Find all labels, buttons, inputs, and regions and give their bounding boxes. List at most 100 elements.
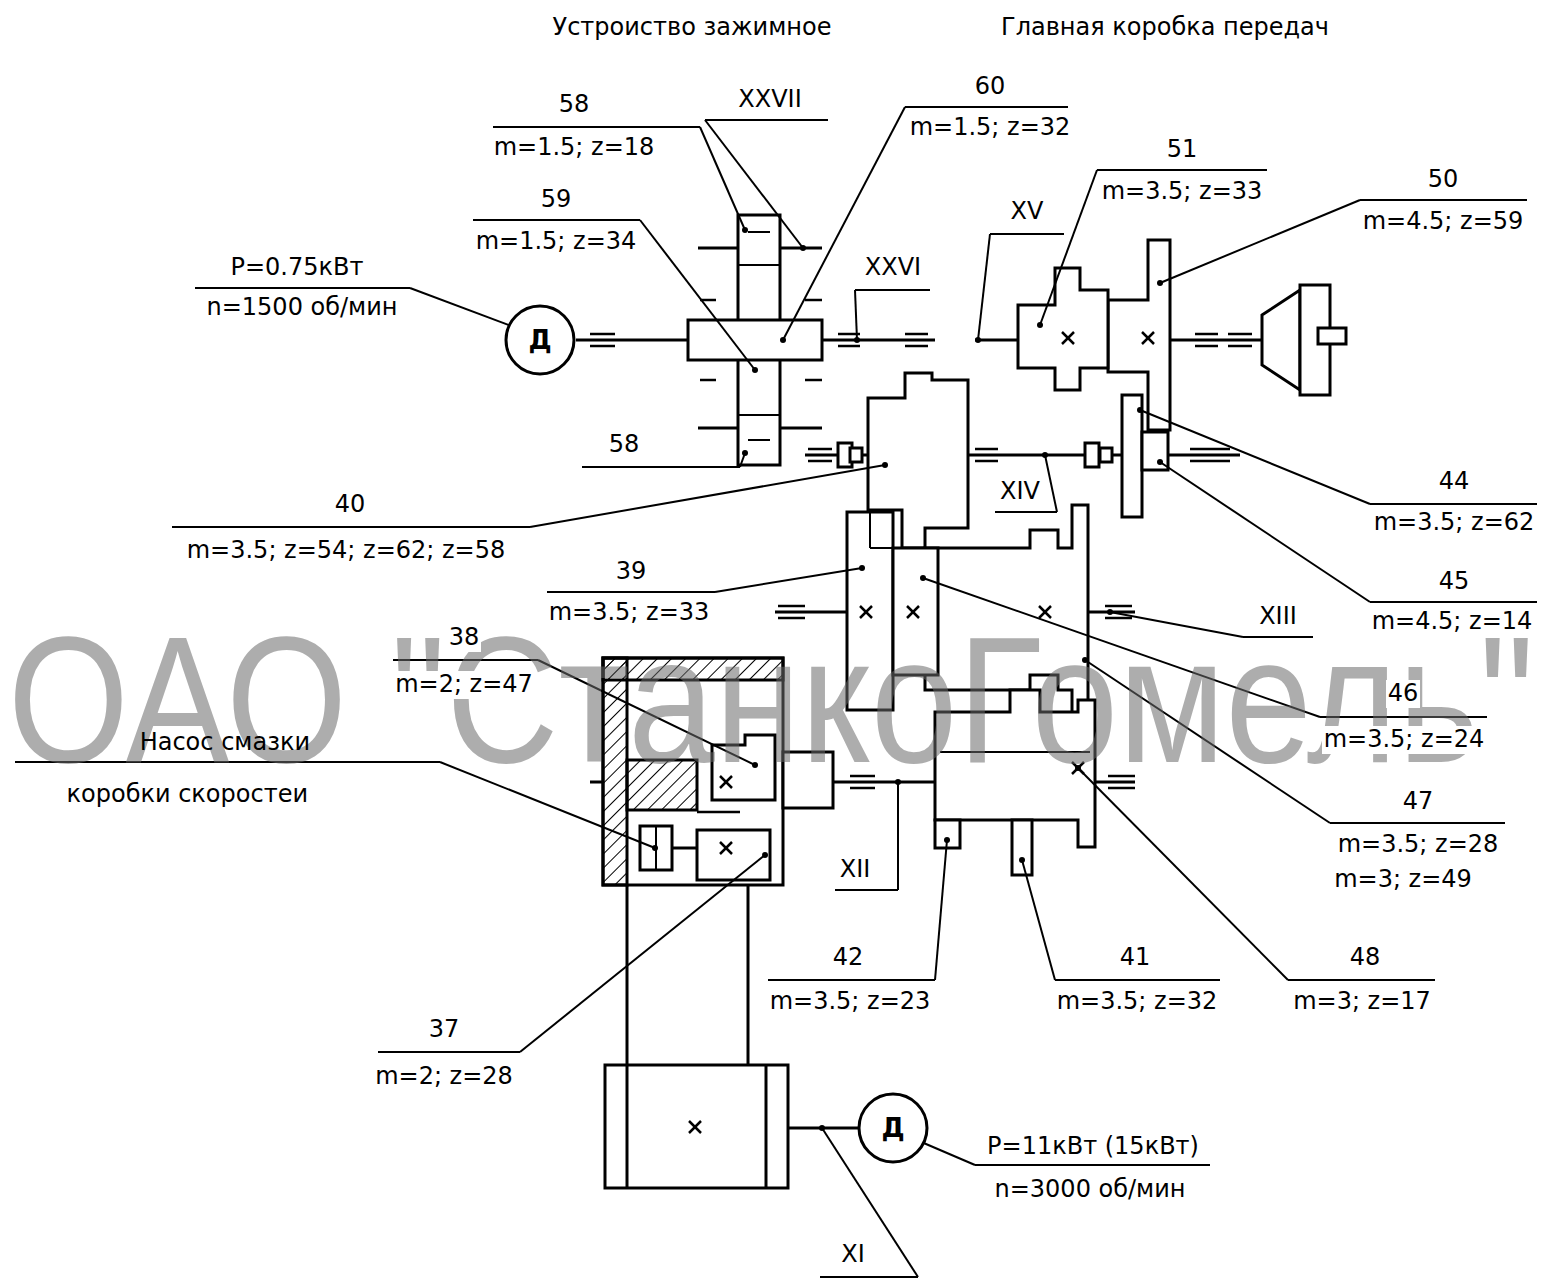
bearing-symbol — [975, 460, 998, 463]
label-text: 41 — [1118, 944, 1153, 972]
label-text: XXVI — [863, 254, 923, 282]
leader-dot — [854, 337, 860, 343]
label-text: m=3.5; z=33 — [1100, 178, 1265, 206]
leader-dot — [752, 367, 758, 373]
callout-label: m=3; z=49 — [1332, 866, 1474, 894]
gear-44 — [1122, 395, 1142, 517]
leader-dot — [1137, 407, 1143, 413]
fixed-mark — [1142, 332, 1154, 344]
callout-label: 58 — [607, 431, 642, 459]
gear-line — [738, 414, 780, 416]
pulley-line — [626, 1065, 629, 1188]
gear-line — [870, 547, 900, 549]
bearing-symbol — [1228, 345, 1252, 348]
leader-underline — [995, 511, 1057, 513]
callout-label: 45 — [1437, 568, 1472, 596]
bearing-symbol — [1228, 333, 1252, 336]
label-text: XV — [1009, 198, 1046, 226]
callout-label: 50 — [1426, 166, 1461, 194]
belt-line — [626, 885, 629, 1065]
label-text: XXVII — [736, 86, 803, 114]
label-text: m=1.5; z=18 — [492, 134, 657, 162]
leader-underline — [1360, 199, 1527, 201]
motor-circle: Д — [504, 304, 576, 376]
callout-label: 59 — [539, 186, 574, 214]
leader-underline — [1288, 979, 1435, 981]
leader-line — [783, 107, 905, 340]
callout-label: m=1.5; z=32 — [908, 114, 1073, 142]
leader-line — [1078, 768, 1288, 980]
leader-dot — [762, 852, 768, 858]
leader-underline — [1055, 979, 1220, 981]
bearing-symbol — [808, 460, 832, 463]
leader-underline — [493, 126, 700, 128]
label-text: 59 — [539, 186, 574, 214]
callout-label: m=3.5; z=32 — [1055, 988, 1220, 1016]
callout-label: m=1.5; z=34 — [474, 228, 639, 256]
pump — [640, 826, 672, 870]
leader-dot — [800, 245, 806, 251]
gear-line — [738, 264, 780, 266]
callout-label: XXVI — [863, 254, 923, 282]
bearing-symbol — [1195, 333, 1218, 336]
callout-label: P=11кВт (15кВт) — [985, 1133, 1201, 1161]
gear-line — [869, 512, 871, 548]
label-text: P=0.75кВт — [229, 254, 366, 282]
bearing-symbol — [590, 333, 615, 336]
label-text: 44 — [1437, 468, 1472, 496]
label-text: m=1.5; z=32 — [908, 114, 1073, 142]
fixed-mark — [1062, 332, 1074, 344]
bearing-symbol — [905, 333, 928, 336]
label-text: Насос смазки коробки скоростеи — [67, 728, 310, 808]
gear-line — [748, 231, 770, 233]
callout-label: P=0.75кВт — [229, 254, 366, 282]
fixed-mark — [1062, 332, 1074, 344]
leader-underline — [835, 889, 898, 891]
callout-label: XII — [838, 856, 873, 884]
leader-dot — [1042, 452, 1048, 458]
callout-label: m=1.5; z=18 — [492, 134, 657, 162]
callout-label: m=3.5; z=33 — [547, 599, 712, 627]
leader-line — [1140, 410, 1370, 504]
part-note: Насос смазки коробки скоростеи — [63, 716, 310, 820]
callout-label: m=2; z=47 — [393, 671, 535, 699]
clutch — [850, 448, 862, 462]
chuck — [1262, 290, 1300, 390]
leader-line — [897, 782, 899, 890]
leader-dot — [1037, 322, 1043, 328]
leader-underline — [855, 289, 930, 291]
label-text: 38 — [447, 624, 482, 652]
callout-label: 38 — [447, 624, 482, 652]
label-text: m=3.5; z=23 — [768, 988, 933, 1016]
bearing-symbol — [975, 448, 998, 451]
label-text: m=3.5; z=24 — [1322, 726, 1487, 754]
leader-dot — [742, 450, 748, 456]
leader-line — [855, 290, 857, 340]
label-text: 58 — [557, 91, 592, 119]
label-text: Главная коробка передач — [999, 14, 1331, 42]
leader-underline — [820, 1276, 918, 1278]
label-text: XII — [838, 856, 873, 884]
leader-underline — [172, 526, 530, 528]
leader-underline — [768, 979, 935, 981]
callout-label: 48 — [1348, 944, 1383, 972]
bearing-symbol — [1190, 460, 1230, 463]
leader-dot — [652, 845, 658, 851]
leader-line — [1040, 170, 1097, 325]
callout-label: XXVII — [736, 86, 803, 114]
label-text: 48 — [1348, 944, 1383, 972]
bearing-symbol — [1190, 448, 1230, 451]
chuck — [1318, 328, 1346, 344]
leader-dot — [975, 337, 981, 343]
leader-underline — [1097, 169, 1267, 171]
bearing-symbol — [1105, 605, 1132, 608]
leader-underline — [195, 287, 410, 289]
label-text: m=1.5; z=34 — [474, 228, 639, 256]
leader-underline — [1370, 601, 1537, 603]
bearing-symbol — [805, 379, 822, 382]
callout-label: n=1500 об/мин — [205, 294, 400, 322]
label-text: m=3.5; z=28 — [1336, 831, 1501, 859]
leader-underline — [547, 591, 715, 593]
leader-line — [935, 840, 947, 980]
bearing-symbol — [700, 379, 716, 382]
